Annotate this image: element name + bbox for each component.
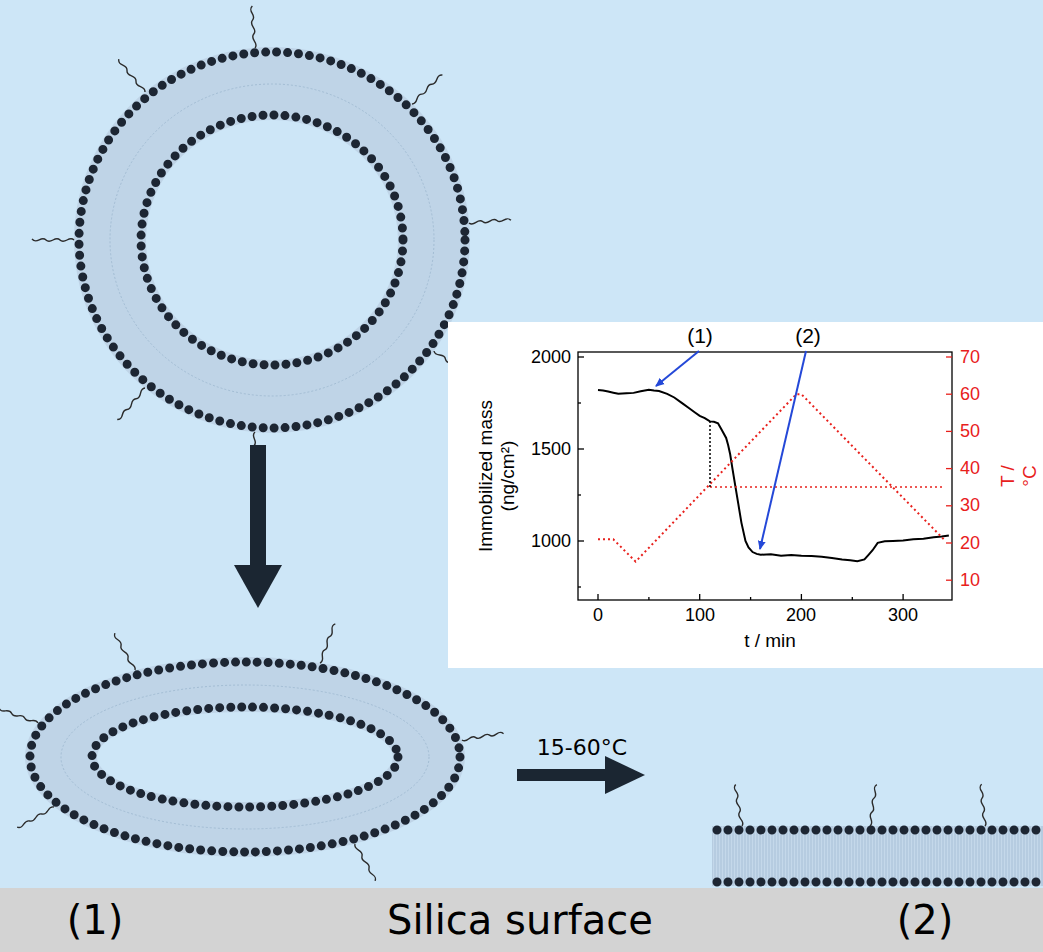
adsorbed-vesicle-membrane xyxy=(25,657,465,857)
callout-number: (1) xyxy=(687,324,713,348)
peg-chain xyxy=(411,73,443,105)
peg-chain xyxy=(869,784,878,826)
vesicle-membrane xyxy=(74,47,470,433)
callout-number: (2) xyxy=(795,324,821,348)
peg-chain xyxy=(319,623,336,663)
tick-label: 60 xyxy=(960,384,980,405)
upper-headgroups xyxy=(717,826,1043,835)
tick-label: 40 xyxy=(960,458,980,479)
peg-chain xyxy=(117,59,146,93)
temperature-range: 15-60°C xyxy=(537,735,627,760)
axis-title: T / °C xyxy=(997,464,1041,488)
callout-arrow xyxy=(760,351,806,549)
peg-chain xyxy=(469,218,511,225)
tail-midplane xyxy=(110,84,434,396)
peg-chain xyxy=(250,6,257,48)
tick-label: 1500 xyxy=(531,439,571,460)
arrow-head xyxy=(234,565,282,608)
tick-label: 2000 xyxy=(531,347,571,368)
tick-label: 70 xyxy=(960,347,980,368)
arrow-head xyxy=(605,756,645,794)
peg-chain xyxy=(354,843,378,881)
onset-marker-line xyxy=(709,421,711,487)
tick-label: 1000 xyxy=(531,531,571,552)
supported-bilayer xyxy=(712,826,1043,886)
arrow-shaft xyxy=(250,445,266,567)
peg-chain xyxy=(113,633,137,671)
peg-chain xyxy=(462,731,504,741)
peg-chain xyxy=(0,707,38,724)
tail-midplane xyxy=(61,685,429,829)
temperature-curve xyxy=(598,394,944,561)
peg-chain xyxy=(733,784,743,826)
tick-label: 200 xyxy=(786,605,816,626)
inset-panel xyxy=(448,322,1043,668)
silica-surface: (1) Silica surface (2) xyxy=(0,888,1043,952)
peg-chain xyxy=(117,387,146,421)
outer-headgroups xyxy=(79,52,465,428)
surface-label: Silica surface xyxy=(387,897,653,943)
axis-title: t / min xyxy=(744,630,796,652)
tick-label: 100 xyxy=(685,605,715,626)
tick-label: 30 xyxy=(960,495,980,516)
tick-label: 0 xyxy=(593,605,603,626)
arrow-shaft xyxy=(517,769,607,781)
right-ticks xyxy=(946,357,952,580)
inner-headgroups xyxy=(92,707,398,807)
panel-number: (2) xyxy=(897,897,954,943)
plot-frame xyxy=(578,352,952,600)
lower-headgroups xyxy=(717,878,1043,887)
bottom-ticks xyxy=(598,594,903,600)
tick-label: 20 xyxy=(960,533,980,554)
outer-headgroups xyxy=(30,662,460,852)
callout-arrow xyxy=(656,351,699,386)
inner-headgroups xyxy=(141,115,403,365)
peg-chain xyxy=(17,806,55,830)
mass-curve xyxy=(598,390,949,561)
left-ticks xyxy=(578,357,584,587)
panel-number: (1) xyxy=(67,897,124,943)
tick-label: 300 xyxy=(888,605,918,626)
tick-label: 10 xyxy=(960,570,980,591)
axis-title: Immobilized mass (ng/cm²) xyxy=(475,389,519,564)
tick-label: 50 xyxy=(960,421,980,442)
peg-chain xyxy=(32,239,74,242)
temperature-reference-line xyxy=(710,486,944,488)
peg-chain xyxy=(979,784,986,826)
